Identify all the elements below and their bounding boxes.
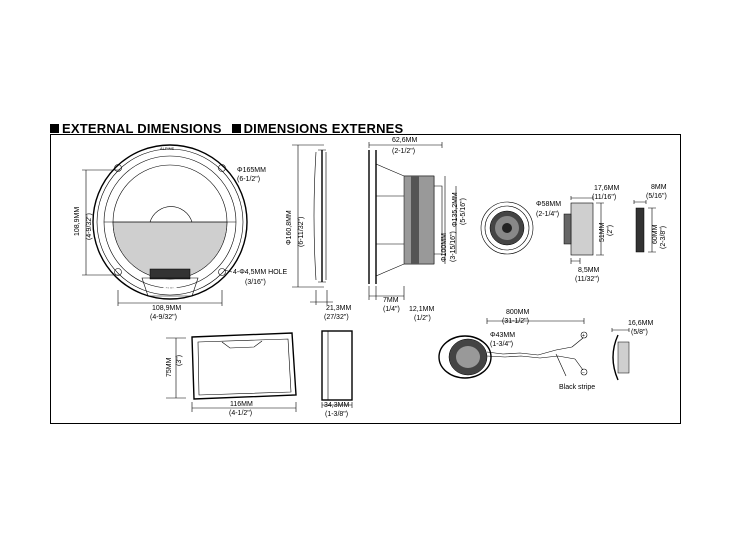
- woofer-height-in: (4-9/32"): [86, 213, 93, 240]
- woofer-profile-view: 62,6MM (2-1/2") Φ135,2MM (5-5/16") Φ100M…: [368, 137, 467, 322]
- heading-french: DIMENSIONS EXTERNES: [243, 121, 404, 136]
- ring-dia-mm: Φ160,8MM: [286, 210, 293, 245]
- flush-side-view: 16,6MM (5/8"): [611, 320, 653, 381]
- section-heading: EXTERNAL DIMENSIONS DIMENSIONS EXTERNES: [50, 121, 403, 136]
- profile-lip-mm: 7MM: [383, 297, 399, 304]
- mount-height-in: (2-3/8"): [660, 226, 667, 249]
- flush-dia-mm: Φ43MM: [490, 332, 515, 339]
- hole-spec-in: (3/16"): [245, 279, 266, 286]
- crossover-width-in: (4-1/2"): [229, 410, 252, 417]
- tweeter-front-view: Φ58MM (2-1/4"): [480, 201, 561, 255]
- crossover-height-mm: 75MM: [166, 357, 173, 377]
- flush-tweeter-view: + − 800MM (31-1/2") Φ43MM (1-3/4") Black…: [438, 309, 595, 391]
- profile-mount-in: (1/2"): [414, 315, 431, 322]
- tweeter-height-in: (2"): [607, 225, 614, 236]
- crossover-width-mm: 116MM: [230, 401, 253, 408]
- hole-spec: 4-Φ4,5MM HOLE: [233, 269, 288, 276]
- tweeter-base-in: (11/32"): [575, 276, 599, 283]
- mount-depth-mm: 8MM: [651, 184, 667, 191]
- woofer-width-mm: 108,9MM: [152, 305, 181, 312]
- woofer-height-mm: 108,9MM: [74, 207, 81, 236]
- tweeter-height-mm: 51MM: [599, 222, 606, 242]
- minus-terminal-icon: −: [582, 370, 585, 376]
- brand-logo-small: ALPINE: [160, 146, 175, 151]
- profile-lip-in: (1/4"): [383, 306, 400, 313]
- flush-depth-in: (5/8"): [631, 329, 648, 336]
- profile-depth-mm: 62,6MM: [392, 137, 417, 144]
- profile-d2-mm: Φ100MM: [441, 233, 448, 262]
- crossover-side-view: 34,3MM (1-3/8"): [321, 330, 353, 418]
- flush-dia-in: (1-3/4"): [490, 341, 513, 348]
- heading-english: EXTERNAL DIMENSIONS: [62, 121, 222, 136]
- tweeter-dia-mm: Φ58MM: [536, 201, 561, 208]
- profile-depth-in: (2-1/2"): [392, 148, 415, 155]
- tweeter-side-view: 17,6MM (11/16") 51MM (2") 8,5MM (11/32"): [563, 185, 619, 283]
- tweeter-depth-in: (11/16"): [592, 194, 616, 201]
- brand-logo: ALPINE: [155, 288, 177, 294]
- woofer-front-view: ALPINE ALPINE 108,9MM (4-9/32") 108,9MM …: [74, 144, 288, 321]
- mount-depth-in: (5/16"): [646, 193, 667, 200]
- square-bullet-icon: [231, 124, 241, 133]
- crossover-height-in: (3"): [176, 355, 183, 366]
- cable-length-mm: 800MM: [506, 309, 530, 316]
- ring-dia-in: (6-11/32"): [298, 217, 305, 247]
- crossover-depth-in: (1-3/8"): [325, 411, 348, 418]
- crossover-depth-mm: 34,3MM: [324, 402, 349, 409]
- tweeter-base-mm: 8,5MM: [578, 267, 600, 274]
- profile-d2-in: (3-15/16"): [450, 231, 457, 262]
- woofer-dia-mm: Φ165MM: [237, 167, 266, 174]
- tweeter-dia-in: (2-1/4"): [536, 211, 559, 218]
- crossover-front-view: 75MM (3") 116MM (4-1/2"): [166, 332, 297, 417]
- profile-mount-mm: 12,1MM: [409, 306, 434, 313]
- profile-d1-in: (5-5/16"): [460, 198, 467, 225]
- ring-depth-mm: 21,3MM: [326, 305, 351, 312]
- flush-depth-mm: 16,6MM: [628, 320, 653, 327]
- cable-length-in: (31-1/2"): [502, 318, 529, 325]
- diagram-frame: [50, 134, 681, 424]
- woofer-width-in: (4-9/32"): [150, 314, 177, 321]
- woofer-side-view: Φ160,8MM (6-11/32") 21,3MM (27/32"): [286, 144, 351, 321]
- woofer-dia-in: (6-1/2"): [237, 176, 260, 183]
- profile-d1-mm: Φ135,2MM: [452, 192, 459, 227]
- tweeter-mount-view: 8MM (5/16") 60MM (2-3/8"): [633, 184, 667, 253]
- tweeter-depth-mm: 17,6MM: [594, 185, 619, 192]
- plus-terminal-icon: +: [582, 333, 585, 339]
- square-bullet-icon: [50, 124, 59, 133]
- mount-height-mm: 60MM: [652, 224, 659, 244]
- ring-depth-in: (27/32"): [324, 314, 349, 321]
- black-stripe-label: Black stripe: [559, 384, 595, 391]
